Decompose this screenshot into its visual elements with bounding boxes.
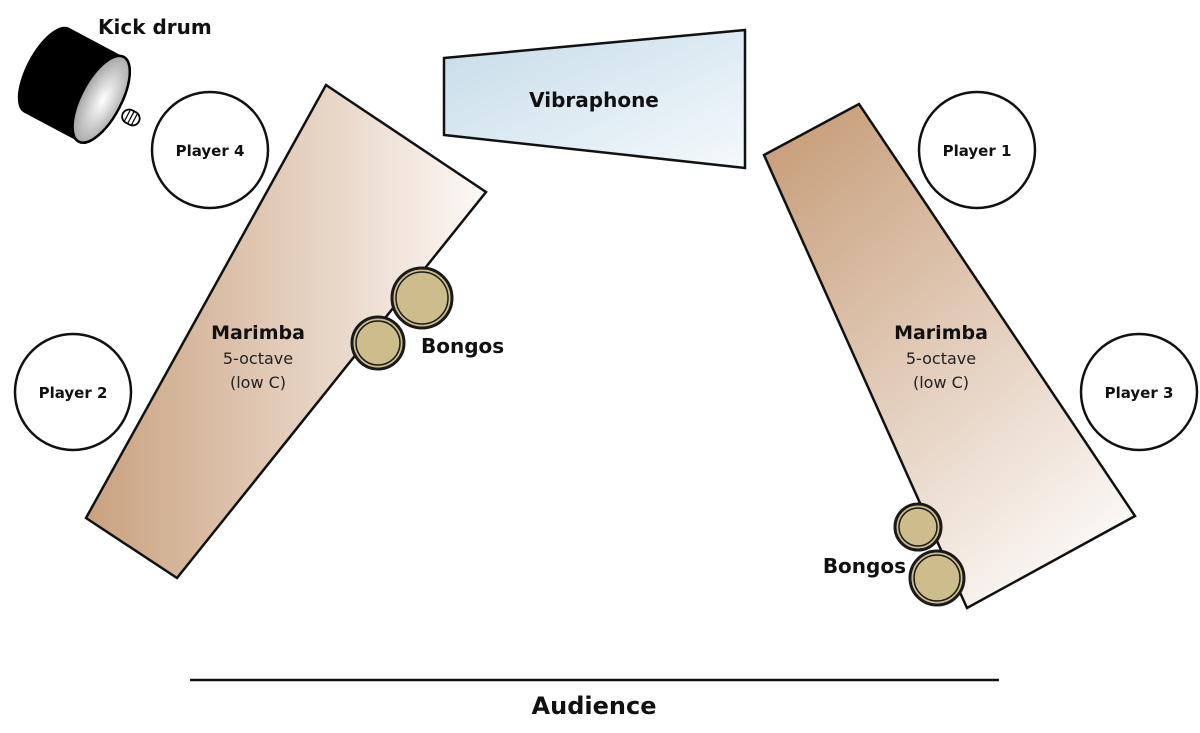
kick-drum-icon (17, 26, 141, 144)
vibraphone-label: Vibraphone (529, 88, 659, 112)
player-2-label: Player 2 (39, 384, 108, 402)
audience-label: Audience (532, 692, 657, 720)
marimba-left-range: (low C) (230, 373, 286, 392)
player-4: Player 4 (150, 90, 270, 210)
marimba-right-range: (low C) (913, 373, 969, 392)
marimba-left-shape (84, 83, 488, 580)
kick-drum-label: Kick drum (98, 15, 212, 39)
marimba-right-title: Marimba (894, 322, 988, 344)
player-3: Player 3 (1079, 332, 1199, 452)
beater-icon (121, 108, 141, 127)
marimba-right-shape (762, 102, 1137, 610)
marimba-right-size: 5-octave (906, 349, 976, 368)
marimba-left-title: Marimba (211, 322, 305, 344)
vibraphone-shape (442, 28, 747, 170)
bongos-right-icon (893, 502, 966, 607)
player-1: Player 1 (917, 90, 1037, 210)
marimba-left-size: 5-octave (223, 349, 293, 368)
player-3-label: Player 3 (1105, 384, 1174, 402)
bongos-left-label: Bongos (421, 334, 504, 358)
player-1-label: Player 1 (943, 142, 1012, 160)
bongos-left-icon (350, 266, 454, 371)
player-4-label: Player 4 (176, 142, 245, 160)
player-2: Player 2 (13, 332, 133, 452)
bongos-right-label: Bongos (823, 554, 906, 578)
